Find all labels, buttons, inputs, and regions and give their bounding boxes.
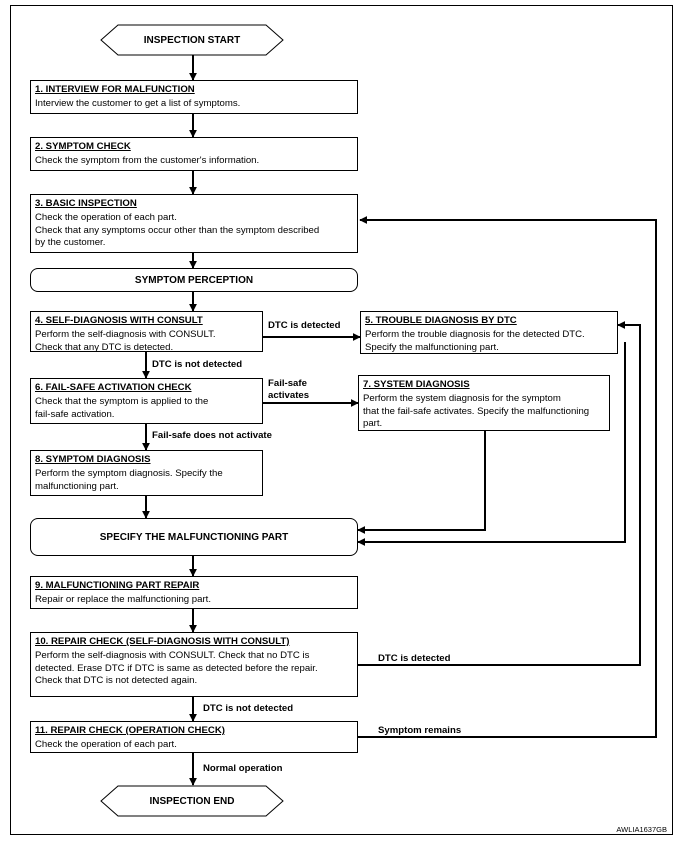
step-3-title: 3. BASIC INSPECTION [35, 198, 137, 209]
label-dtc-not-detected-4: DTC is not detected [152, 359, 243, 370]
arrow-11-to-3 [358, 216, 657, 738]
figure-code: AWLIA1637GB [616, 825, 667, 834]
step-8-box: 8. SYMPTOM DIAGNOSIS Perform the symptom… [30, 450, 263, 496]
step-4-desc-2: Check that any DTC is detected. [35, 341, 174, 353]
step-6-title: 6. FAIL-SAFE ACTIVATION CHECK [35, 382, 192, 393]
step-6-box: 6. FAIL-SAFE ACTIVATION CHECK Check that… [30, 378, 263, 424]
symptom-perception: SYMPTOM PERCEPTION [30, 268, 358, 292]
label-failsafe-activates-2: activates [268, 390, 310, 401]
step-7-desc-3: part. [363, 418, 383, 430]
start-hexagon [100, 24, 284, 56]
step-4-box: 4. SELF-DIAGNOSIS WITH CONSULT Perform t… [30, 311, 263, 353]
end-hexagon [100, 785, 284, 817]
step-11-desc: Check the operation of each part. [35, 739, 177, 751]
step-3-desc-2: Check that any symptoms occur other than… [35, 224, 320, 236]
step-1-desc: Interview the customer to get a list of … [35, 98, 241, 110]
step-8-title: 8. SYMPTOM DIAGNOSIS [35, 454, 151, 465]
step-1-box: 1. INTERVIEW FOR MALFUNCTION Interview t… [30, 80, 358, 114]
step-9-desc: Repair or replace the malfunctioning par… [35, 594, 211, 606]
step-10-box: 10. REPAIR CHECK (SELF-DIAGNOSIS WITH CO… [30, 632, 358, 697]
step-4-title: 4. SELF-DIAGNOSIS WITH CONSULT [35, 315, 203, 326]
step-9-box: 9. MALFUNCTIONING PART REPAIR Repair or … [30, 576, 358, 609]
label-dtc-not-detected-10: DTC is not detected [203, 703, 294, 714]
step-10-desc-2: detected. Erase DTC if DTC is same as de… [35, 662, 318, 674]
step-2-box: 2. SYMPTOM CHECK Check the symptom from … [30, 137, 358, 171]
step-5-desc-2: Specify the malfunctioning part. [365, 341, 499, 353]
label-failsafe-not-activate: Fail-safe does not activate [152, 430, 272, 441]
step-10-desc-3: Check that DTC is not detected again. [35, 675, 198, 687]
step-10-title: 10. REPAIR CHECK (SELF-DIAGNOSIS WITH CO… [35, 636, 290, 647]
arrow-10-to-5 [358, 321, 641, 666]
diagram-frame [10, 5, 673, 835]
step-5-box: 5. TROUBLE DIAGNOSIS BY DTC Perform the … [360, 311, 618, 354]
step-1-title: 1. INTERVIEW FOR MALFUNCTION [35, 84, 195, 95]
specify-part-label: SPECIFY THE MALFUNCTIONING PART [99, 531, 289, 543]
step-8-desc-1: Perform the symptom diagnosis. Specify t… [35, 468, 223, 480]
step-7-box: 7. SYSTEM DIAGNOSIS Perform the system d… [358, 375, 610, 431]
step-5-desc-1: Perform the trouble diagnosis for the de… [365, 329, 585, 341]
specify-malfunctioning-part: SPECIFY THE MALFUNCTIONING PART [30, 518, 358, 556]
inspection-start: INSPECTION START [101, 25, 283, 55]
step-7-title: 7. SYSTEM DIAGNOSIS [363, 379, 470, 390]
label-failsafe-activates-1: Fail-safe [268, 378, 307, 389]
step-3-desc-3: by the customer. [35, 237, 106, 249]
step-9-title: 9. MALFUNCTIONING PART REPAIR [35, 580, 200, 591]
inspection-end: INSPECTION END [101, 786, 283, 816]
step-2-desc: Check the symptom from the customer's in… [35, 155, 260, 167]
step-3-box: 3. BASIC INSPECTION Check the operation … [30, 194, 358, 253]
step-7-desc-1: Perform the system diagnosis for the sym… [363, 393, 561, 405]
step-7-desc-2: that the fail-safe activates. Specify th… [363, 405, 590, 417]
step-3-desc-1: Check the operation of each part. [35, 212, 177, 224]
step-11-title: 11. REPAIR CHECK (OPERATION CHECK) [35, 725, 225, 736]
label-symptom-remains: Symptom remains [378, 725, 462, 736]
step-4-desc-1: Perform the self-diagnosis with CONSULT. [35, 329, 216, 341]
step-6-desc-1: Check that the symptom is applied to the [35, 396, 209, 408]
arrow-7-to-specify [357, 431, 486, 534]
step-6-desc-2: fail-safe activation. [35, 408, 115, 420]
step-11-box: 11. REPAIR CHECK (OPERATION CHECK) Check… [30, 721, 358, 753]
arrow-5-to-specify [357, 342, 626, 546]
symptom-perception-label: SYMPTOM PERCEPTION [134, 274, 254, 286]
label-normal-operation: Normal operation [203, 763, 283, 774]
inspection-start-label: INSPECTION START [143, 34, 241, 46]
step-8-desc-2: malfunctioning part. [35, 480, 119, 492]
step-10-desc-1: Perform the self-diagnosis with CONSULT.… [35, 650, 310, 662]
step-2-title: 2. SYMPTOM CHECK [35, 141, 131, 152]
label-dtc-detected-4: DTC is detected [268, 320, 341, 331]
label-dtc-detected-10: DTC is detected [378, 653, 451, 664]
step-5-title: 5. TROUBLE DIAGNOSIS BY DTC [365, 315, 517, 326]
inspection-end-label: INSPECTION END [149, 795, 235, 807]
